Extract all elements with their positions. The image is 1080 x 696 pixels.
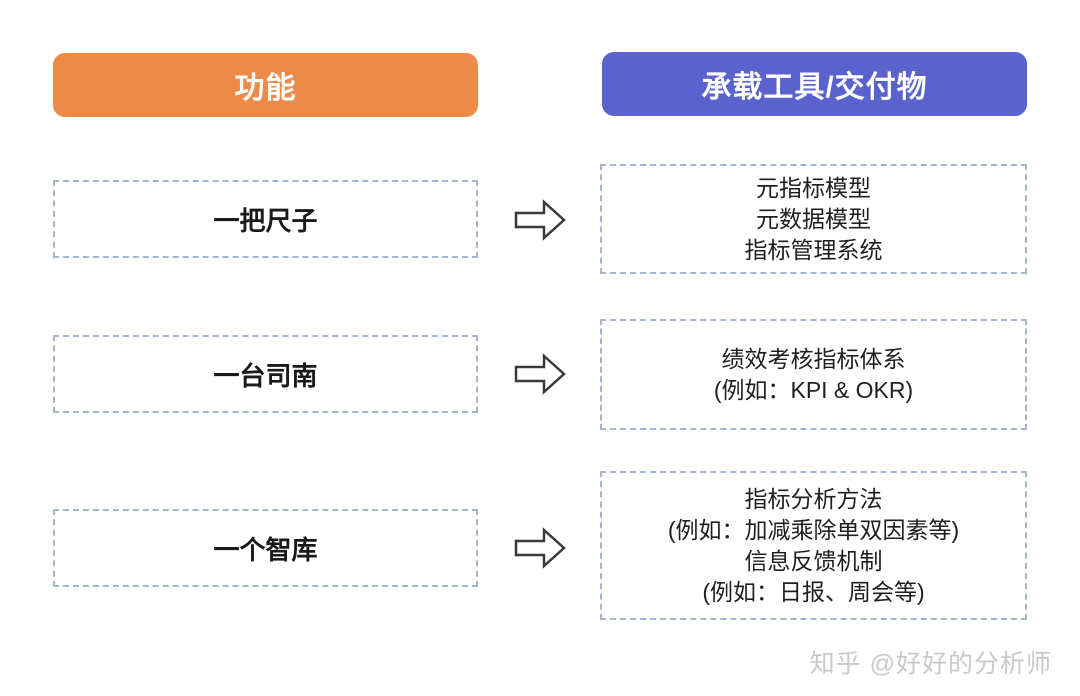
function-box-ruler: 一把尺子	[53, 180, 478, 258]
watermark: 知乎 @好好的分析师	[809, 650, 1052, 678]
function-box-thinktank: 一个智库	[53, 509, 478, 587]
deliverable-line: 元指标模型	[756, 174, 871, 201]
deliverable-line: (例如：加减乘除单双因素等)	[667, 516, 960, 543]
function-box-compass-label: 一台司南	[213, 360, 318, 391]
arrow-right-icon	[514, 199, 566, 241]
arrow-right-icon	[514, 353, 566, 395]
function-box-thinktank-label: 一个智库	[213, 534, 318, 565]
function-box-ruler-label: 一把尺子	[213, 205, 318, 236]
function-box-compass: 一台司南	[53, 335, 478, 413]
deliverable-line: 元数据模型	[756, 205, 871, 232]
arrow-right-icon	[514, 527, 566, 569]
deliverable-line: 指标管理系统	[744, 236, 883, 263]
deliverable-line: (例如：KPI & OKR)	[713, 376, 914, 403]
deliverable-line: (例如：日报、周会等)	[702, 578, 925, 605]
deliverables-box-models: 元指标模型 元数据模型 指标管理系统	[600, 164, 1027, 274]
deliverables-box-kpi: 绩效考核指标体系 (例如：KPI & OKR)	[600, 319, 1027, 430]
deliverable-line: 指标分析方法	[744, 485, 883, 512]
function-column-header: 功能	[53, 53, 478, 117]
deliverables-column-header: 承载工具/交付物	[602, 52, 1027, 116]
deliverable-line: 信息反馈机制	[744, 547, 883, 574]
deliverable-line: 绩效考核指标体系	[721, 345, 906, 372]
deliverables-box-analysis: 指标分析方法 (例如：加减乘除单双因素等) 信息反馈机制 (例如：日报、周会等)	[600, 471, 1027, 620]
